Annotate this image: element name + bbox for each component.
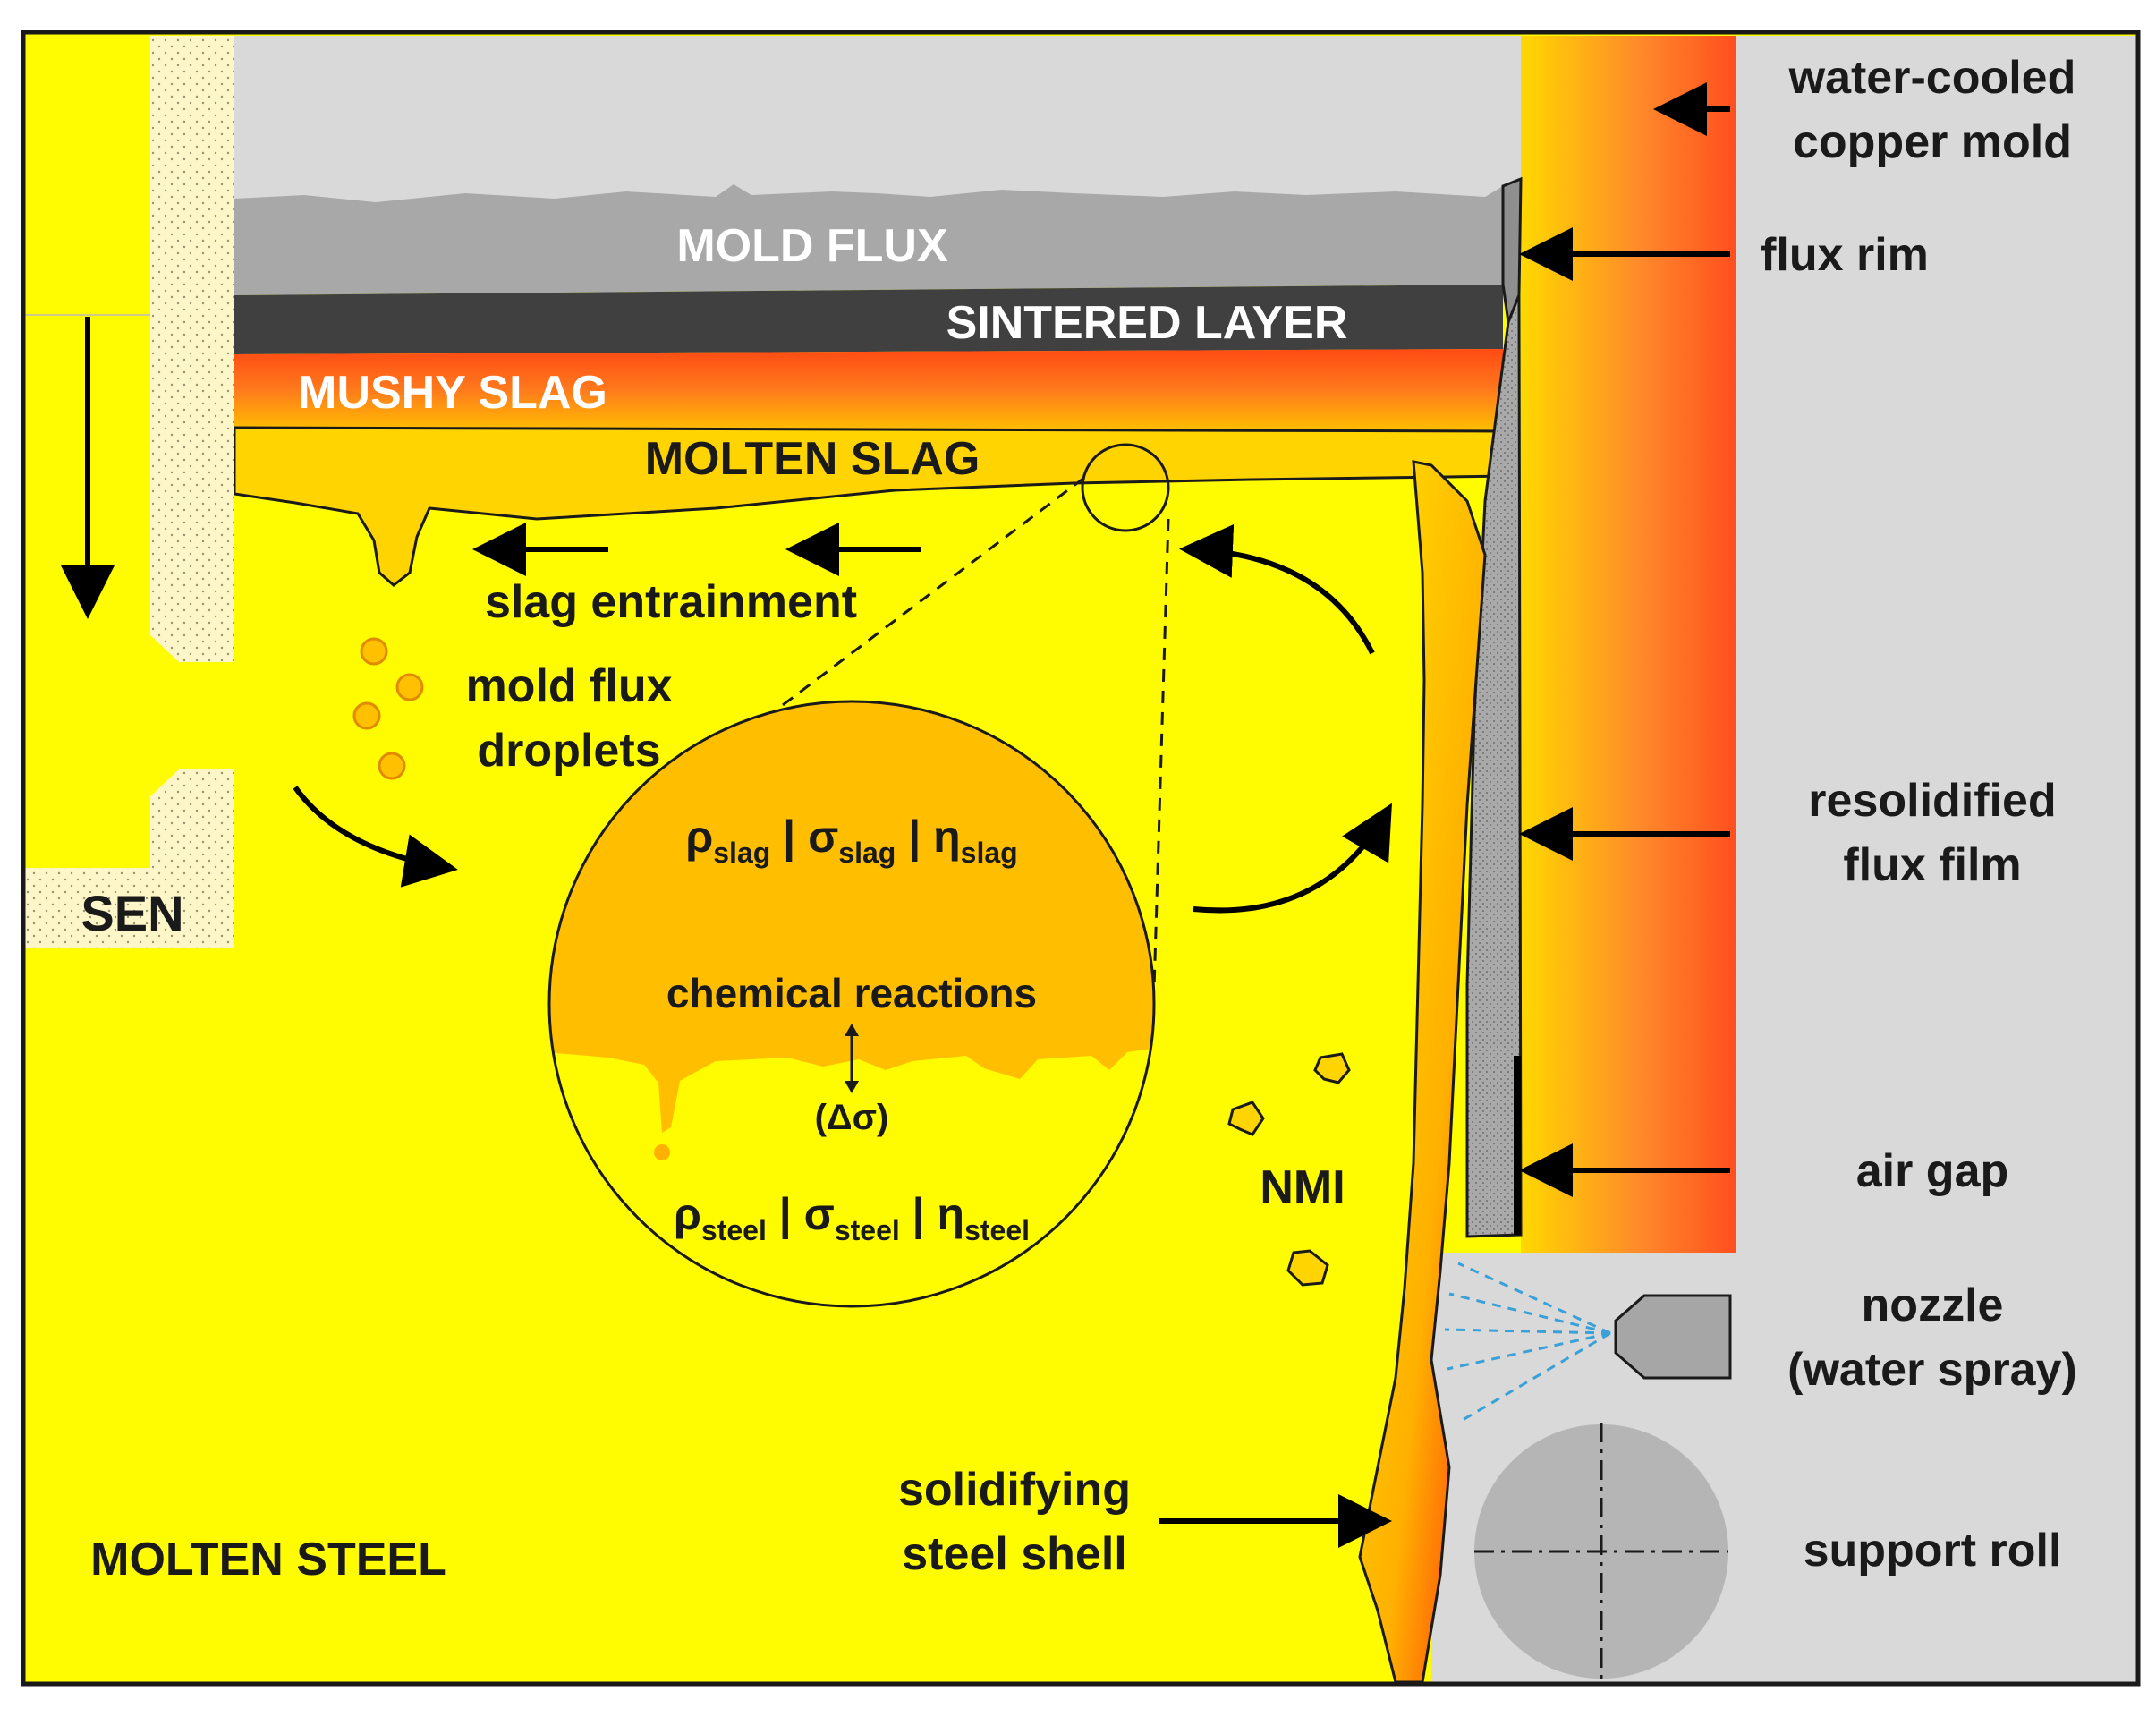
copper-mold-label-line1: water-cooled (1788, 52, 2076, 104)
nmi-label: NMI (1260, 1161, 1345, 1213)
upper-recirculation-arrow (1179, 523, 1375, 655)
steel-properties: ρsteel | σsteel | ηsteel (674, 1189, 1030, 1246)
inset-droplet (654, 1144, 670, 1160)
sen-wall-right (150, 36, 234, 662)
droplets-label-line2: droplets (477, 725, 660, 777)
copper-mold-label-line2: copper mold (1793, 116, 2072, 168)
nozzle-label-line2: (water spray) (1787, 1344, 2077, 1396)
shell-label-line2: steel shell (902, 1528, 1126, 1580)
air-gap-label: air gap (1856, 1145, 2009, 1197)
delta-sigma-label: (Δσ) (815, 1098, 889, 1137)
molten-slag-label: MOLTEN SLAG (645, 433, 980, 485)
slag-entrainment-label: slag entrainment (485, 576, 857, 628)
background-gray-right (1736, 36, 2138, 1682)
mushy-slag-label: MUSHY SLAG (298, 367, 607, 419)
zoom-line (1152, 518, 1170, 990)
mold-flux-droplets (352, 637, 424, 780)
droplet (360, 637, 388, 666)
droplet (378, 752, 406, 780)
lower-recirculation-arrow (1193, 803, 1392, 914)
air-gap (1514, 1056, 1521, 1235)
chemical-reactions-label: chemical reactions (666, 970, 1037, 1016)
sintered-layer-label: SINTERED LAYER (946, 297, 1348, 349)
delta-sigma-arrow-head-down (845, 1081, 859, 1093)
copper-mold (1521, 36, 1736, 1253)
zoom-source-circle (1081, 443, 1170, 532)
droplet (395, 673, 424, 701)
delta-sigma-arrow-head-up (845, 1024, 859, 1036)
molten-steel-label: MOLTEN STEEL (90, 1534, 446, 1585)
sen-label: SEN (81, 885, 183, 941)
droplets-label-line1: mold flux (465, 660, 672, 712)
nmi-particle (1227, 1101, 1265, 1136)
sintered-layer (234, 285, 1503, 354)
inset-slag (549, 701, 1154, 1133)
shell-label-line1: solidifying (898, 1464, 1131, 1516)
sen-wall-lower (25, 769, 234, 948)
inset-zoom-circle (547, 700, 1156, 1308)
nmi-particle (1286, 1249, 1329, 1287)
nozzle (1614, 1294, 1732, 1380)
resolidified-flux-film (1465, 294, 1523, 1238)
jet-flow-arrow (293, 786, 458, 888)
background-gray-top (234, 36, 1523, 206)
droplet (352, 701, 381, 730)
molten-slag-layer (233, 426, 1514, 587)
mold-flux-label: MOLD FLUX (676, 220, 948, 272)
support-roll-label: support roll (1804, 1525, 2062, 1577)
nmi-particle (1313, 1052, 1351, 1084)
flux-film-label-line1: resolidified (1808, 775, 2056, 827)
nozzle-label-line1: nozzle (1862, 1279, 2004, 1331)
slag-properties: ρslag | σslag | ηslag (685, 812, 1017, 869)
mold-flux-layer (234, 184, 1503, 295)
diagram-frame (21, 30, 2141, 1687)
flux-rim-label: flux rim (1761, 229, 1929, 281)
water-spray (1444, 1262, 1611, 1424)
nmi-particles (1227, 1052, 1351, 1287)
flow-arrows (61, 82, 1730, 1548)
flux-film-label-line2: flux film (1843, 839, 2021, 891)
mushy-slag-layer (234, 349, 1508, 431)
